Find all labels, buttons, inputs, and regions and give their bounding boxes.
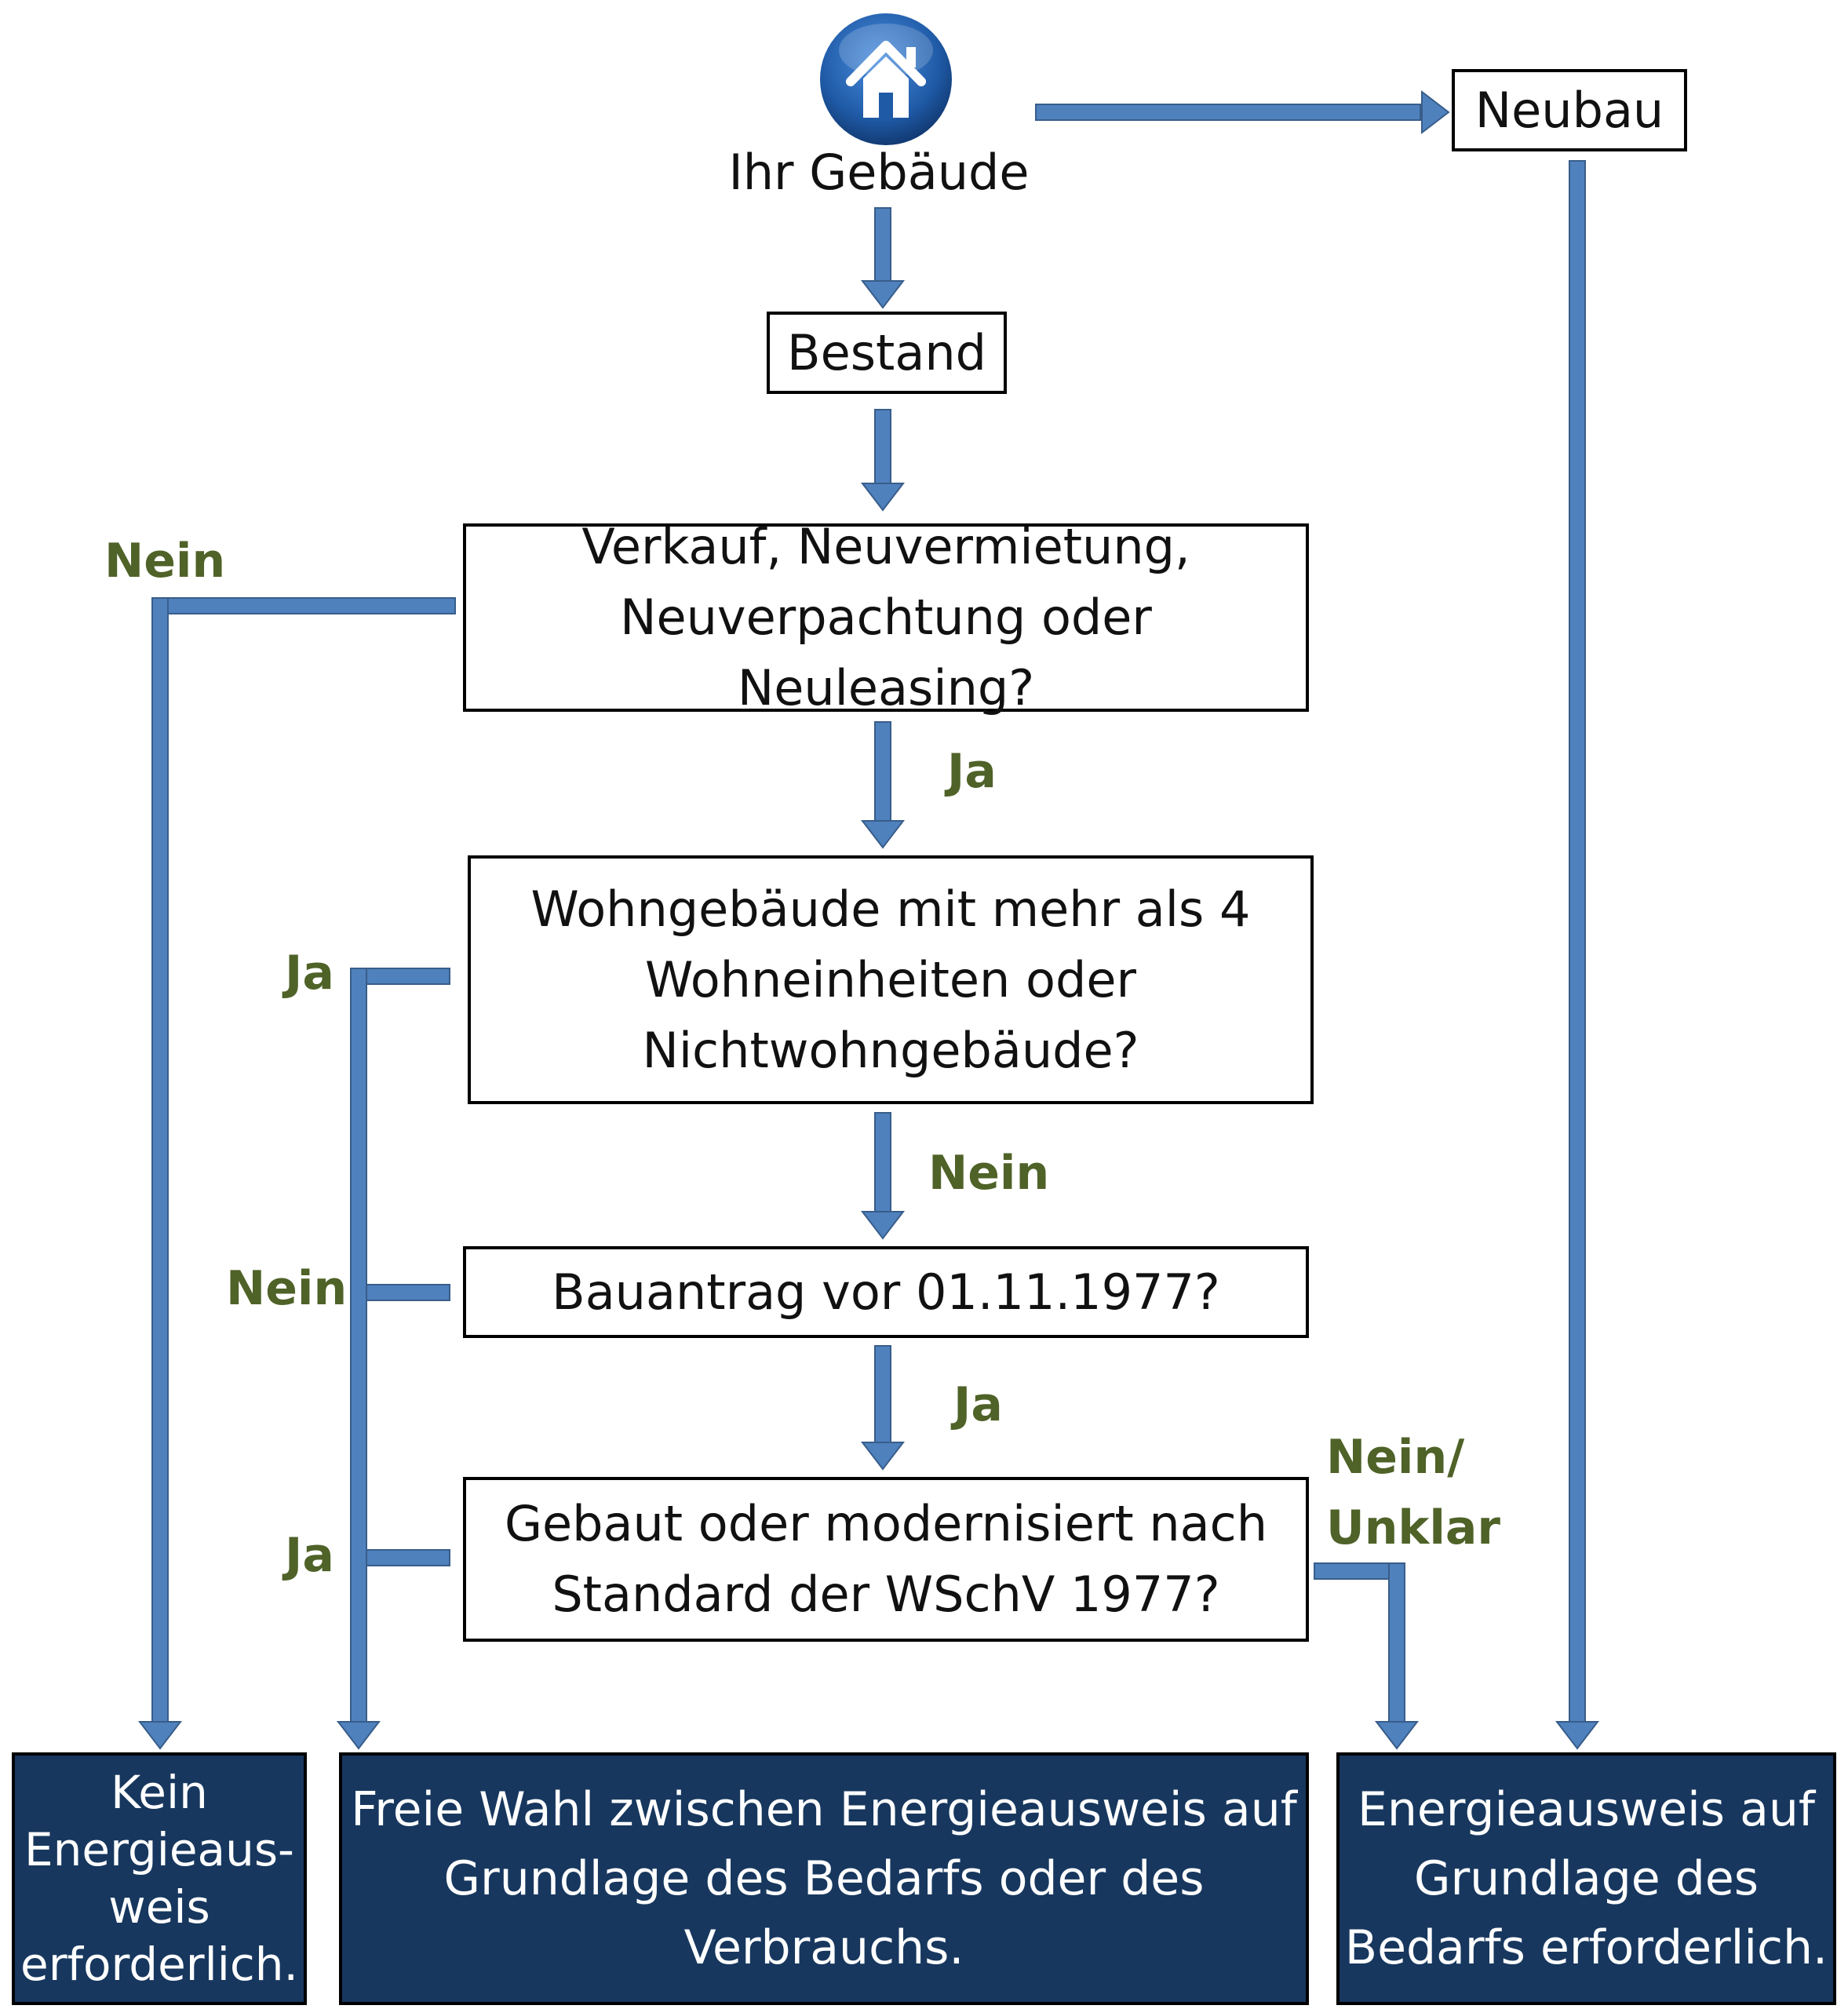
bestand-label: Bestand bbox=[787, 323, 986, 381]
label-type-no: Nein bbox=[928, 1146, 1050, 1201]
label-sale-yes: Ja bbox=[947, 744, 997, 799]
question-wschv-standard-box: Gebaut oder modernisiert nach Standard d… bbox=[463, 1477, 1309, 1642]
bestand-box: Bestand bbox=[767, 312, 1007, 394]
label-permit-no: Nein bbox=[226, 1261, 348, 1316]
arrow-permit-yes-shaft bbox=[874, 1345, 891, 1445]
question-building-type-text: Wohngebäude mit mehr als 4 Wohneinheiten… bbox=[530, 880, 1251, 1079]
label-permit-yes: Ja bbox=[953, 1377, 1003, 1432]
neubau-box: Neubau bbox=[1452, 69, 1687, 151]
question-permit-date-box: Bauantrag vor 01.11.1977? bbox=[463, 1246, 1309, 1338]
question-permit-date-text: Bauantrag vor 01.11.1977? bbox=[552, 1263, 1220, 1321]
question-wschv-standard-text: Gebaut oder modernisiert nach Standard d… bbox=[504, 1495, 1268, 1623]
outcome-no-certificate-text: Kein Energieaus- weis erforderlich. bbox=[20, 1766, 298, 1991]
question-building-type-box: Wohngebäude mit mehr als 4 Wohneinheiten… bbox=[468, 855, 1314, 1104]
arrow-wschv-yes-horizontal bbox=[365, 1549, 450, 1566]
arrow-type-no-shaft bbox=[874, 1112, 891, 1214]
arrow-free-choice-vertical bbox=[350, 968, 367, 1723]
arrow-bestand-to-question-sale-shaft bbox=[874, 409, 891, 486]
arrow-start-to-bestand-head bbox=[860, 280, 906, 309]
outcome-demand-certificate: Energieausweis auf Grundlage des Bedarfs… bbox=[1336, 1752, 1836, 2005]
arrow-sale-yes-shaft bbox=[874, 721, 891, 823]
question-sale-rental-box: Verkauf, Neuvermietung, Neuverpachtung o… bbox=[463, 518, 1309, 716]
arrow-sale-no-vertical bbox=[151, 597, 169, 1723]
start-label: Ihr Gebäude bbox=[728, 144, 1030, 201]
neubau-label: Neubau bbox=[1474, 81, 1664, 139]
arrow-start-to-neubau-shaft bbox=[1035, 104, 1421, 121]
arrow-sale-yes-head bbox=[860, 820, 906, 849]
arrow-free-choice-head bbox=[336, 1721, 381, 1750]
arrow-permit-yes-head bbox=[860, 1442, 906, 1471]
outcome-free-choice: Freie Wahl zwischen Energieausweis auf G… bbox=[339, 1752, 1309, 2005]
label-wschv-no-unclear: Nein/ Unklar bbox=[1326, 1430, 1500, 1555]
label-sale-no: Nein bbox=[104, 534, 226, 589]
question-sale-rental-text: Verkauf, Neuvermietung, Neuverpachtung o… bbox=[581, 518, 1190, 716]
arrow-bestand-to-question-sale-head bbox=[860, 483, 906, 512]
arrow-neubau-head bbox=[1555, 1721, 1600, 1750]
arrow-start-to-bestand-shaft bbox=[874, 207, 891, 283]
label-wschv-yes: Ja bbox=[285, 1528, 334, 1583]
house-icon bbox=[818, 11, 954, 148]
arrow-wschv-no-vertical bbox=[1388, 1562, 1405, 1723]
outcome-no-certificate: Kein Energieaus- weis erforderlich. bbox=[12, 1752, 307, 2005]
outcome-demand-certificate-text: Energieausweis auf Grundlage des Bedarfs… bbox=[1344, 1782, 1828, 1975]
label-type-yes: Ja bbox=[285, 946, 334, 1001]
arrow-wschv-no-head bbox=[1374, 1721, 1420, 1750]
arrow-permit-no-horizontal bbox=[365, 1284, 450, 1301]
arrow-neubau-vertical bbox=[1569, 160, 1586, 1723]
arrow-type-no-head bbox=[860, 1211, 906, 1240]
arrow-sale-no-head bbox=[137, 1721, 183, 1750]
arrow-sale-no-horizontal bbox=[155, 597, 456, 614]
outcome-free-choice-text: Freie Wahl zwischen Energieausweis auf G… bbox=[351, 1782, 1297, 1975]
arrow-start-to-neubau-head bbox=[1421, 89, 1450, 135]
